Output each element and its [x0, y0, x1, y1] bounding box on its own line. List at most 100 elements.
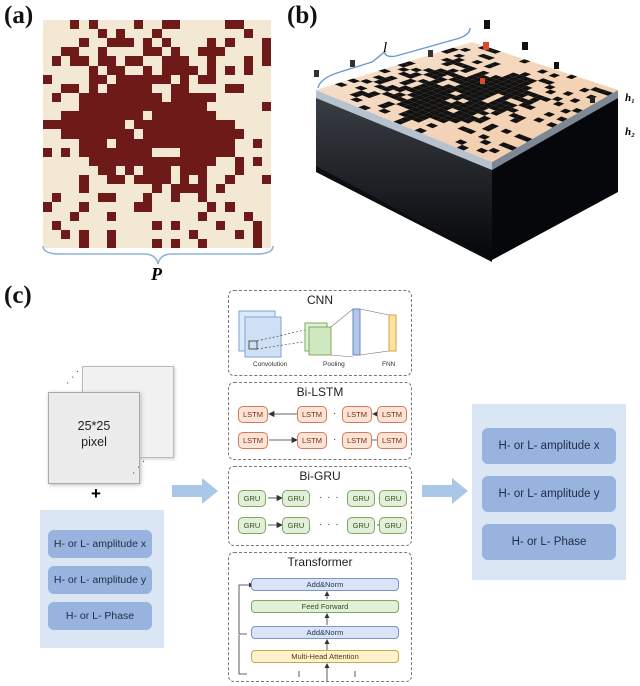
metasurface-block [443, 88, 456, 94]
metasurface-block [459, 64, 472, 69]
pattern-pixel [106, 65, 116, 75]
pattern-pixel [70, 175, 80, 185]
pattern-pixel [198, 147, 208, 157]
pattern-pixel [134, 129, 144, 139]
pattern-pixel [70, 156, 80, 166]
pattern-pixel [70, 102, 80, 112]
pattern-pixel [79, 129, 89, 139]
pattern-pixel [161, 147, 171, 157]
metasurface-block [485, 86, 498, 92]
pattern-pixel [234, 74, 244, 84]
pattern-pixel [243, 129, 253, 139]
pattern-pixel [225, 175, 235, 185]
pattern-pixel [225, 229, 235, 239]
pattern-pixel [70, 74, 80, 84]
pattern-pixel [188, 92, 199, 103]
metasurface-block [458, 103, 471, 109]
metasurface-block [404, 78, 418, 84]
pattern-pixel [52, 111, 62, 121]
pattern-pixel [198, 220, 208, 230]
pattern-pixel [134, 92, 144, 103]
pattern-pixel [252, 220, 262, 230]
metasurface-block [414, 100, 427, 105]
pattern-pixel [70, 138, 80, 148]
metasurface-block [430, 83, 443, 89]
pattern-pixel [79, 147, 89, 157]
pattern-pixel [188, 156, 199, 166]
pattern-pixel [170, 111, 180, 121]
pattern-pixel [152, 129, 162, 139]
pattern-pixel [207, 38, 217, 48]
pattern-pixel [252, 65, 262, 75]
metasurface-block [475, 100, 488, 106]
pattern-pixel [198, 47, 208, 57]
pattern-pixel [179, 102, 189, 112]
pattern-pixel [97, 38, 107, 48]
metasurface-block [496, 77, 509, 82]
pixel-image-front: 25*25 pixel [48, 392, 140, 484]
metasurface-block [479, 139, 492, 146]
pattern-pixel [106, 138, 116, 148]
pattern-pixel [134, 184, 144, 194]
pattern-pixel [198, 138, 208, 148]
metasurface-block [433, 102, 446, 108]
pattern-pixel [207, 83, 217, 93]
pattern-pixel [97, 111, 107, 121]
pillar [484, 20, 490, 29]
metasurface-block [422, 72, 436, 77]
pattern-pixel [125, 156, 135, 166]
pattern-pixel [61, 56, 71, 66]
pattern-pixel [43, 220, 53, 230]
pattern-pixel [252, 20, 262, 30]
pattern-pixel [170, 20, 180, 30]
pattern-pixel [70, 220, 80, 230]
pattern-pixel [43, 238, 53, 248]
pattern-pixel [88, 83, 98, 93]
pattern-pixel [161, 65, 171, 75]
pattern-pixel [207, 238, 217, 248]
cnn-box: CNN Convolution Pooling FNN [228, 290, 412, 376]
metasurface-block [414, 127, 428, 134]
pattern-pixel [243, 229, 253, 239]
pattern-pixel [234, 147, 244, 157]
pattern-pixel [79, 156, 89, 166]
pattern-pixel [161, 129, 171, 139]
metasurface-block [452, 57, 466, 63]
pattern-pixel [97, 92, 107, 103]
pattern-pixel [143, 147, 153, 157]
pattern-pixel [198, 120, 208, 130]
pattern-pixel [216, 102, 226, 112]
input-features-panel: H- or L- amplitude x H- or L- amplitude … [40, 510, 164, 648]
add-norm-layer-top: Add&Norm [251, 578, 399, 591]
pattern-pixel [170, 211, 180, 221]
metasurface-block [468, 93, 481, 99]
pattern-pixel [97, 165, 107, 176]
metasurface-block [483, 64, 496, 69]
pattern-pixel [70, 47, 80, 57]
output-feature-amplitude-y: H- or L- amplitude y [482, 476, 616, 512]
pattern-pixel [161, 29, 171, 39]
pattern-pixel [143, 65, 153, 75]
metasurface-block [489, 49, 502, 54]
metasurface-block [447, 77, 461, 82]
pixel-unit-label: pixel [81, 435, 107, 449]
pattern-pixel [134, 20, 144, 30]
pattern-pixel [70, 20, 80, 30]
pattern-pixel [207, 193, 217, 203]
pattern-pixel [52, 20, 62, 30]
pattern-pixel [70, 83, 80, 93]
metasurface-block [460, 77, 473, 82]
pattern-pixel [161, 20, 171, 30]
metasurface-block [380, 87, 394, 92]
metasurface-block [368, 91, 382, 96]
pattern-pixel [243, 102, 253, 112]
pattern-pixel [52, 47, 62, 57]
pattern-pixel [43, 211, 53, 221]
metasurface-block [543, 111, 555, 117]
metasurface-block [398, 80, 412, 86]
pattern-pixel [207, 20, 217, 30]
metasurface-block [461, 86, 474, 92]
pattern-pixel [134, 111, 144, 121]
metasurface-block [534, 94, 546, 100]
pattern-pixel [207, 47, 217, 57]
